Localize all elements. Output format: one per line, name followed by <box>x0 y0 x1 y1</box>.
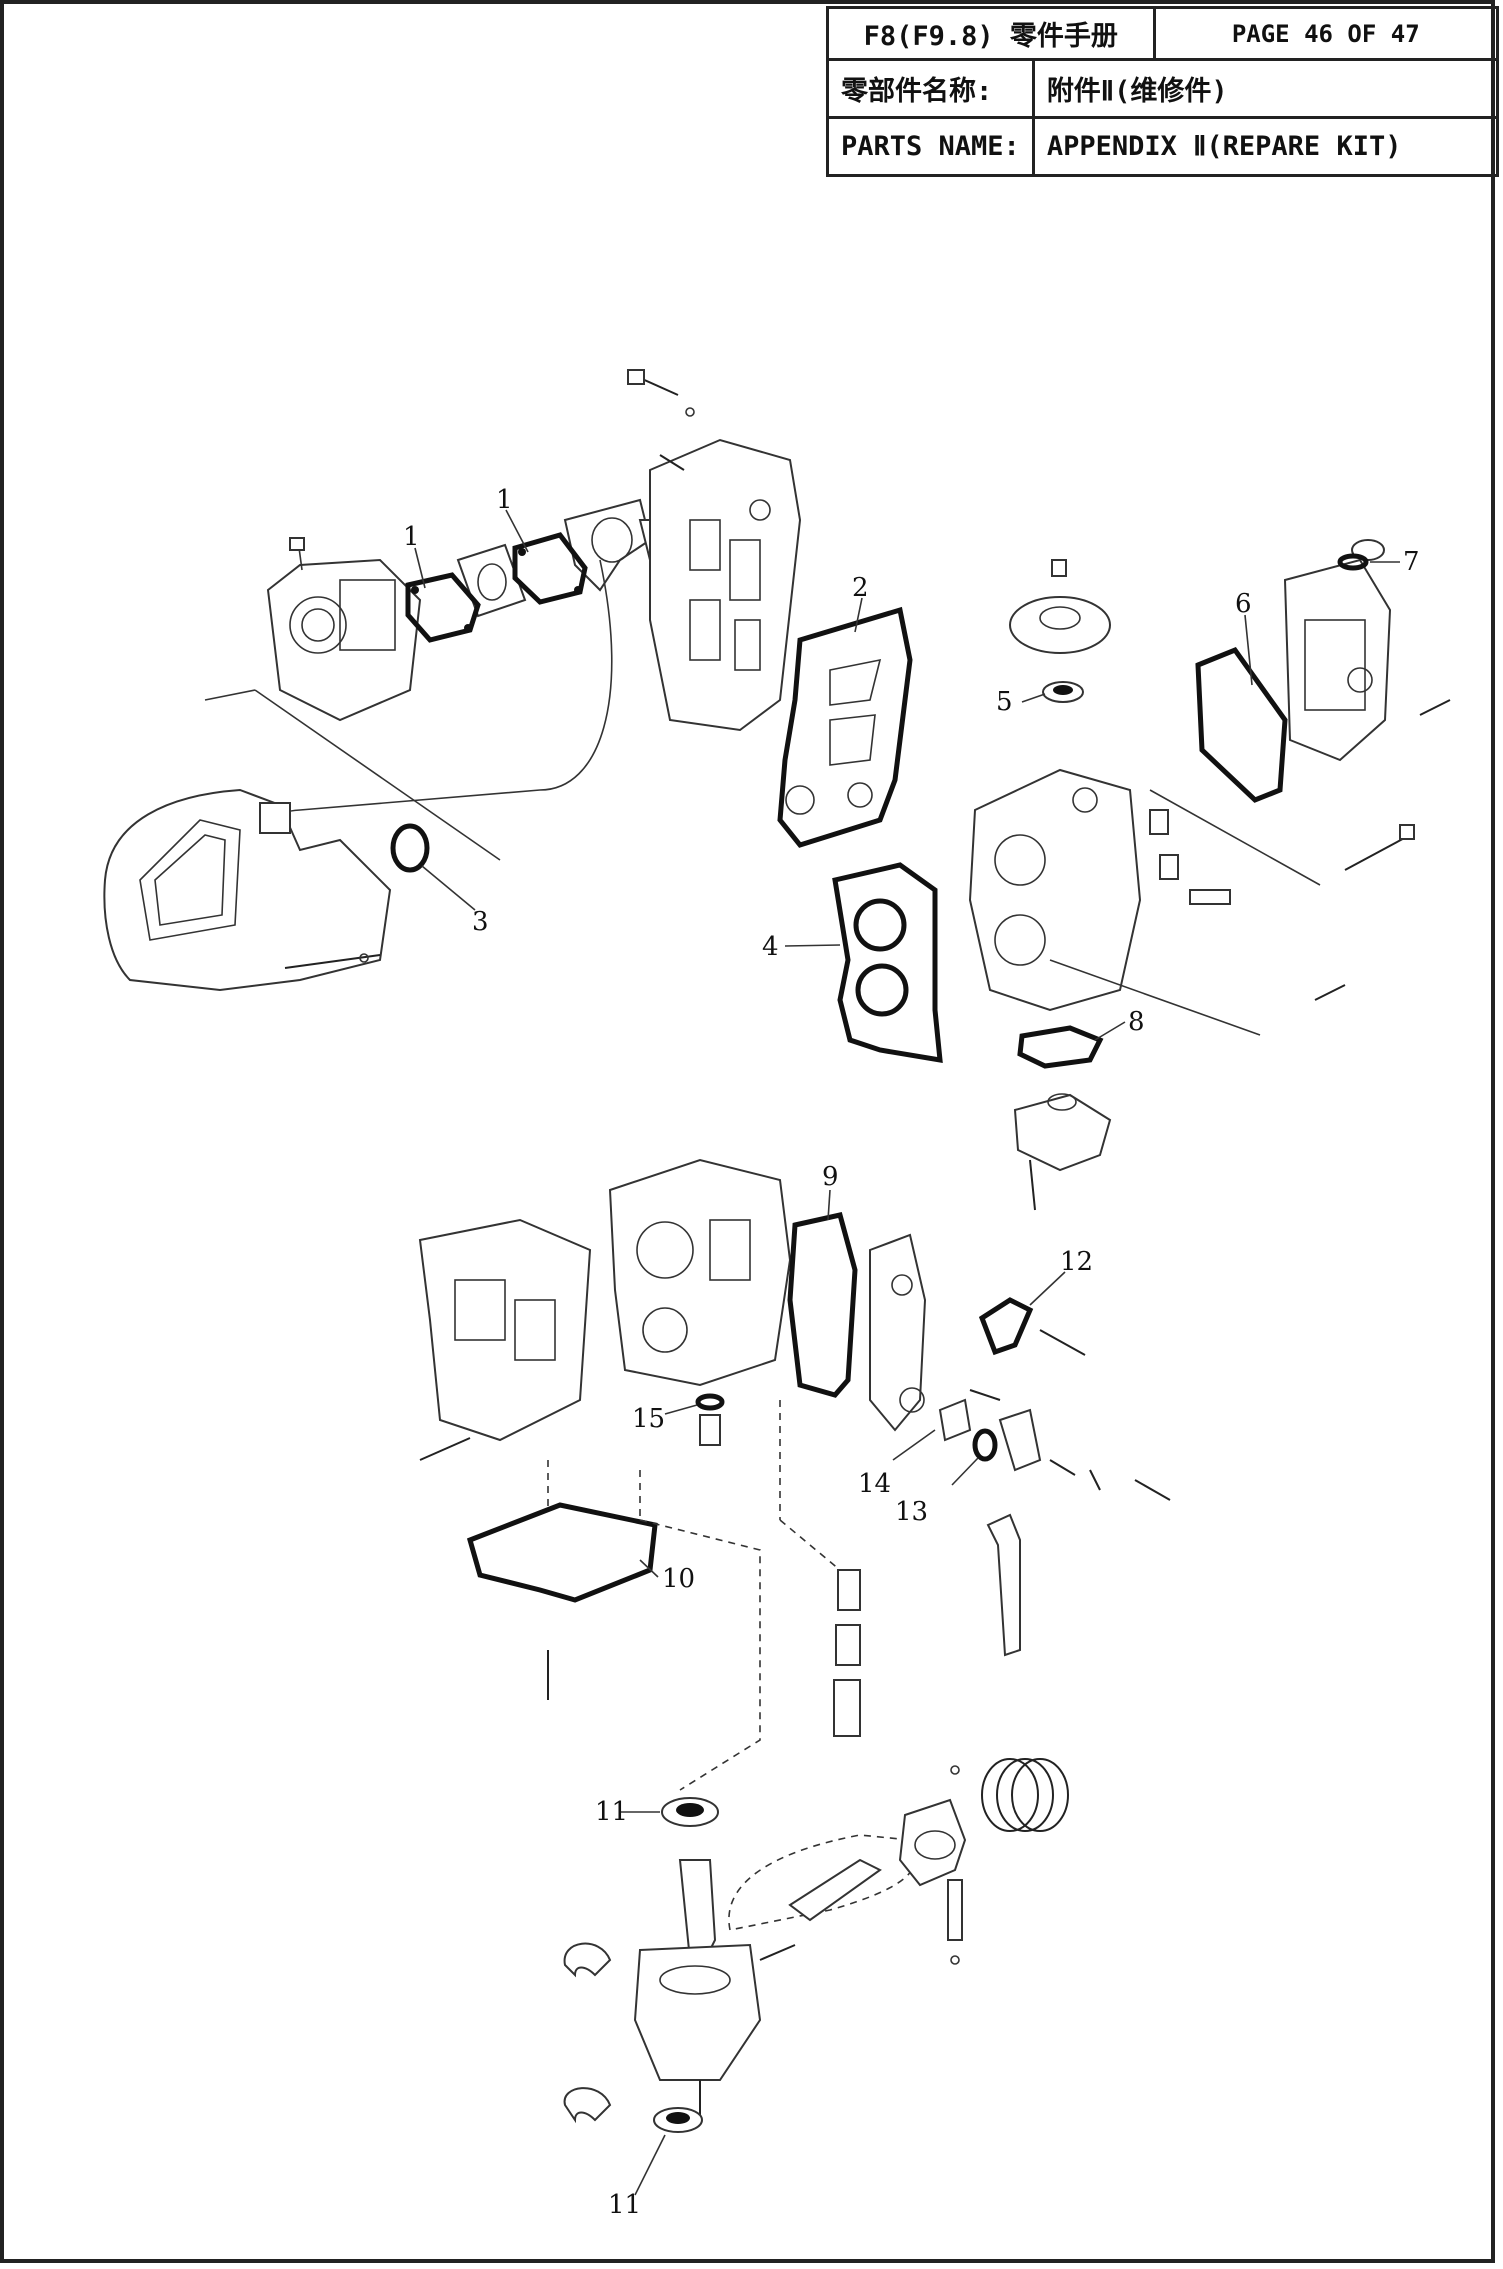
intake-silencer <box>103 788 392 992</box>
piston-rings <box>981 1758 1069 1832</box>
thermostat-cover <box>1013 1093 1112 1211</box>
pulley <box>1009 559 1111 654</box>
callout-15: 15 <box>632 1404 665 1434</box>
callout-14: 14 <box>858 1469 891 1499</box>
callout-leaders <box>414 509 1400 2196</box>
model-title: F8(F9.8) 零件手册 <box>826 6 1156 61</box>
gasket-1b <box>512 532 588 605</box>
bolt-top <box>627 369 695 471</box>
leader-carb-corner <box>204 689 256 701</box>
oil-seal-5 <box>1042 681 1084 703</box>
callout-9: 9 <box>822 1162 839 1192</box>
callout-1b: 1 <box>496 485 513 515</box>
callout-11-bottom: 11 <box>608 2190 641 2220</box>
gasket-8 <box>1017 1025 1104 1069</box>
callout-10: 10 <box>662 1564 695 1594</box>
connecting-rod <box>728 1834 917 1961</box>
title-block: F8(F9.8) 零件手册 PAGE 46 OF 47 零部件名称: 附件Ⅱ(维… <box>826 6 1500 177</box>
oil-seal-11-top <box>661 1797 719 1827</box>
gasket-12 <box>978 1297 1034 1356</box>
callout-3: 3 <box>472 907 489 937</box>
small-parts-right <box>969 1329 1171 1501</box>
head-cover <box>1283 539 1392 762</box>
leader-15-down <box>639 1519 761 1791</box>
gasket-9 <box>787 1212 858 1398</box>
callout-8: 8 <box>1128 1007 1145 1037</box>
seal-13 <box>972 1428 998 1462</box>
piston <box>898 1798 967 1887</box>
callout-5: 5 <box>996 687 1013 717</box>
parts-name-label-en: PARTS NAME: <box>826 116 1035 177</box>
callout-1a: 1 <box>403 522 420 552</box>
parts-name-value-cn: 附件Ⅱ(维修件) <box>1031 58 1500 119</box>
callout-7: 7 <box>1403 547 1420 577</box>
exhaust-cover <box>869 1233 927 1432</box>
leader-carb-silencer <box>254 689 501 861</box>
o-ring-3 <box>390 823 430 873</box>
oil-seal-11-bottom <box>653 2107 703 2133</box>
piston-pin <box>947 1765 963 1965</box>
main-bearings <box>563 1942 612 2124</box>
water-tube <box>986 1513 1021 1657</box>
gasket-10 <box>466 1502 658 1603</box>
plug-15 <box>699 1414 721 1446</box>
cylinder-head <box>968 768 1231 1012</box>
grease-nipple-stack <box>779 1400 861 1737</box>
callout-11-top: 11 <box>595 1797 628 1827</box>
bolts-right <box>1314 699 1451 1001</box>
washer-7 <box>1337 553 1369 571</box>
carburetor-assembly <box>266 537 422 722</box>
callout-6: 6 <box>1235 589 1252 619</box>
parts-name-label-cn: 零部件名称: <box>826 58 1035 119</box>
parts-name-value-en: APPENDIX Ⅱ(REPARE KIT) <box>1031 116 1500 177</box>
callout-12: 12 <box>1060 1247 1093 1277</box>
page-number: PAGE 46 OF 47 <box>1152 6 1499 61</box>
title-table: F8(F9.8) 零件手册 PAGE 46 OF 47 零部件名称: 附件Ⅱ(维… <box>826 6 1500 177</box>
leader-head-bolt2 <box>1049 959 1261 1036</box>
gasket-6 <box>1195 646 1288 803</box>
callout-2: 2 <box>852 573 869 603</box>
callout-numbers: 1 1 2 3 4 5 6 7 8 9 10 11 11 12 13 14 15 <box>403 485 1420 2220</box>
shaft-14 <box>938 1398 972 1442</box>
crankcase-cover-upper <box>649 438 802 732</box>
gasket-1a <box>405 572 481 643</box>
leader-head-bolt <box>1149 789 1321 886</box>
gasket-2 <box>777 606 913 848</box>
cylinder-block <box>608 1158 792 1387</box>
gasket-4 <box>832 862 943 1064</box>
crankcase-lower <box>418 1218 592 1461</box>
crankshaft <box>633 1859 762 2115</box>
callout-4: 4 <box>762 932 779 962</box>
o-ring-15 <box>695 1393 725 1411</box>
callout-13: 13 <box>895 1497 928 1527</box>
